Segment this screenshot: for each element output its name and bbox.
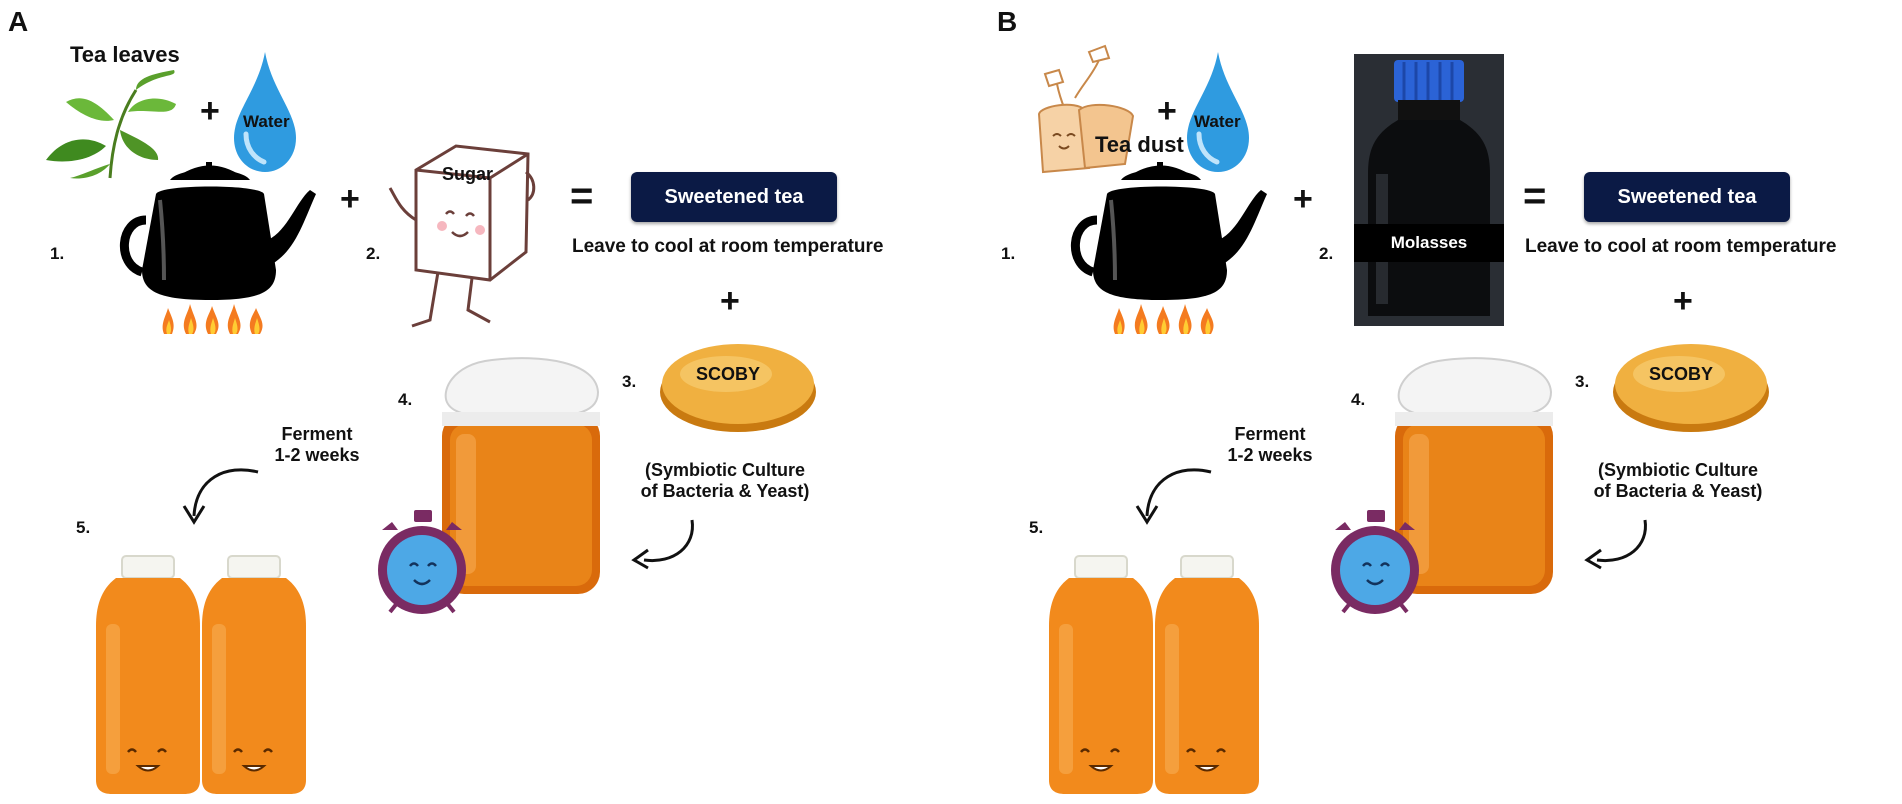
kettle-icon	[1071, 162, 1267, 300]
step-3-label: 3.	[1575, 372, 1590, 391]
molasses-bottle-icon	[1354, 54, 1504, 326]
plus-sign: +	[200, 92, 220, 130]
cool-note: Leave to cool at room temperature	[572, 236, 884, 257]
tea-leaves-icon	[46, 70, 176, 179]
plus-sign: +	[1673, 282, 1693, 320]
scoby-description: (Symbiotic Culture of Bacteria & Yeast)	[1593, 460, 1763, 502]
kombucha-bottles-icon	[1049, 555, 1259, 794]
scoby-description-line2: of Bacteria & Yeast)	[1593, 481, 1763, 501]
tea-leaves-label: Tea leaves	[70, 42, 180, 67]
water-drop-icon	[234, 52, 296, 172]
panel-b: B + Tea dust Water	[951, 0, 1902, 804]
curved-arrow-icon	[1135, 468, 1212, 525]
plus-sign: +	[340, 180, 360, 218]
panel-a: A Tea leaves + Water	[8, 6, 884, 794]
equals-sign: =	[1523, 174, 1547, 218]
water-label: Water	[243, 112, 290, 131]
step-4-label: 4.	[398, 390, 413, 409]
tea-dust-label: Tea dust	[1095, 132, 1184, 157]
sugar-cube-icon	[388, 144, 536, 328]
plus-sign: +	[1157, 92, 1177, 130]
curved-arrow-icon	[182, 468, 259, 525]
step-4-label: 4.	[1351, 390, 1366, 409]
tea-bag-icon	[1037, 44, 1135, 174]
ferment-note: Ferment 1-2 weeks	[262, 424, 372, 466]
kettle-icon	[120, 162, 316, 300]
panel-letter: B	[997, 6, 1018, 37]
scoby-description-line1: (Symbiotic Culture	[644, 460, 805, 480]
cool-note: Leave to cool at room temperature	[1525, 236, 1837, 257]
sugar-label: Sugar	[442, 164, 494, 184]
fire-icon	[162, 304, 263, 334]
ferment-note-line1: Ferment	[1234, 424, 1306, 444]
timer-icon	[378, 510, 466, 614]
scoby-description-line2: of Bacteria & Yeast)	[640, 481, 810, 501]
step-5-label: 5.	[1029, 518, 1044, 537]
equals-sign: =	[570, 174, 594, 218]
sweetened-tea-badge: Sweetened tea	[631, 172, 837, 222]
step-1-label: 1.	[50, 244, 65, 263]
step-3-label: 3.	[622, 372, 637, 391]
sweetened-tea-badge: Sweetened tea	[1584, 172, 1790, 222]
step-5-label: 5.	[76, 518, 91, 537]
molasses-label: Molasses	[1354, 224, 1504, 262]
ferment-note-line1: Ferment	[281, 424, 353, 444]
kombucha-bottles-icon	[96, 555, 306, 794]
panel-letter: A	[8, 6, 29, 37]
scoby-icon	[660, 344, 816, 432]
scoby-label: SCOBY	[1649, 364, 1714, 384]
molasses-bottle-photo: Molasses	[1354, 54, 1504, 326]
curved-arrow-icon	[631, 519, 694, 570]
plus-sign: +	[1293, 180, 1313, 218]
scoby-label: SCOBY	[696, 364, 761, 384]
plus-sign: +	[720, 282, 740, 320]
scoby-icon	[1613, 344, 1769, 432]
fermentation-jar-icon	[1395, 357, 1553, 594]
timer-icon	[1331, 510, 1419, 614]
scoby-description: (Symbiotic Culture of Bacteria & Yeast)	[640, 460, 810, 502]
step-1-label: 1.	[1001, 244, 1016, 263]
curved-arrow-icon	[1584, 519, 1647, 570]
water-drop-icon	[1187, 52, 1249, 172]
step-2-label: 2.	[1319, 244, 1334, 263]
ferment-note-line2: 1-2 weeks	[274, 445, 360, 465]
fire-icon	[1113, 304, 1214, 334]
water-label: Water	[1194, 112, 1241, 131]
step-2-label: 2.	[366, 244, 381, 263]
ferment-note: Ferment 1-2 weeks	[1215, 424, 1325, 466]
ferment-note-line2: 1-2 weeks	[1227, 445, 1313, 465]
fermentation-jar-icon	[442, 357, 600, 594]
scoby-description-line1: (Symbiotic Culture	[1597, 460, 1758, 480]
